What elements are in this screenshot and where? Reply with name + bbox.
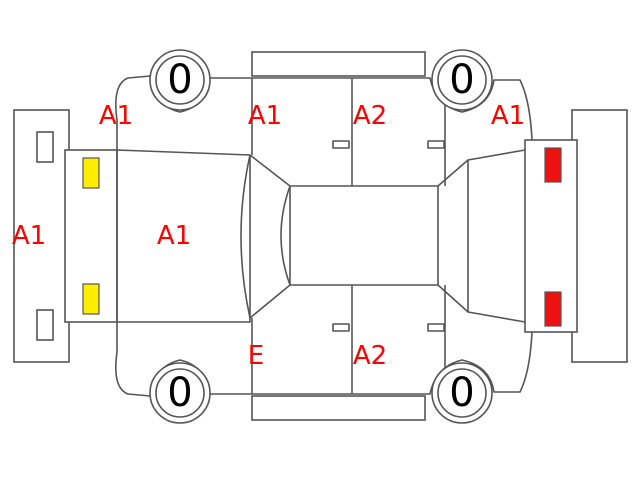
tire-front-left: 0 xyxy=(149,49,211,111)
rear-right-lamp xyxy=(544,291,562,327)
front-bumper xyxy=(13,109,70,363)
tire-rear-right-value: 0 xyxy=(449,370,474,416)
grade-left-rear-door: A2 xyxy=(353,101,387,131)
tire-front-right-value: 0 xyxy=(167,370,192,416)
hood-panel xyxy=(116,149,251,323)
roof-panel xyxy=(240,149,526,323)
tire-rear-left-value: 0 xyxy=(449,57,474,103)
rear-bumper xyxy=(571,109,628,363)
tire-rear-right: 0 xyxy=(431,362,493,424)
rear-left-lamp xyxy=(544,147,562,183)
front-right-lamp xyxy=(82,283,100,315)
front-nose-panel xyxy=(64,149,118,323)
front-left-lamp xyxy=(82,157,100,189)
grade-left-front-fender: A1 xyxy=(99,101,133,131)
grade-left-front-door: A1 xyxy=(248,101,282,131)
left-side-body xyxy=(115,51,533,186)
grade-front-bumper: A1 xyxy=(12,221,46,251)
tire-rear-left: 0 xyxy=(431,49,493,111)
grade-right-rear-door: A2 xyxy=(353,341,387,371)
grade-right-front-door: E xyxy=(248,341,264,371)
grade-hood: A1 xyxy=(157,221,191,251)
tire-front-right: 0 xyxy=(149,362,211,424)
right-side-body xyxy=(115,285,533,421)
grade-left-rear-quarter: A1 xyxy=(491,101,525,131)
tire-front-left-value: 0 xyxy=(167,57,192,103)
rear-tail-panel xyxy=(524,139,578,333)
